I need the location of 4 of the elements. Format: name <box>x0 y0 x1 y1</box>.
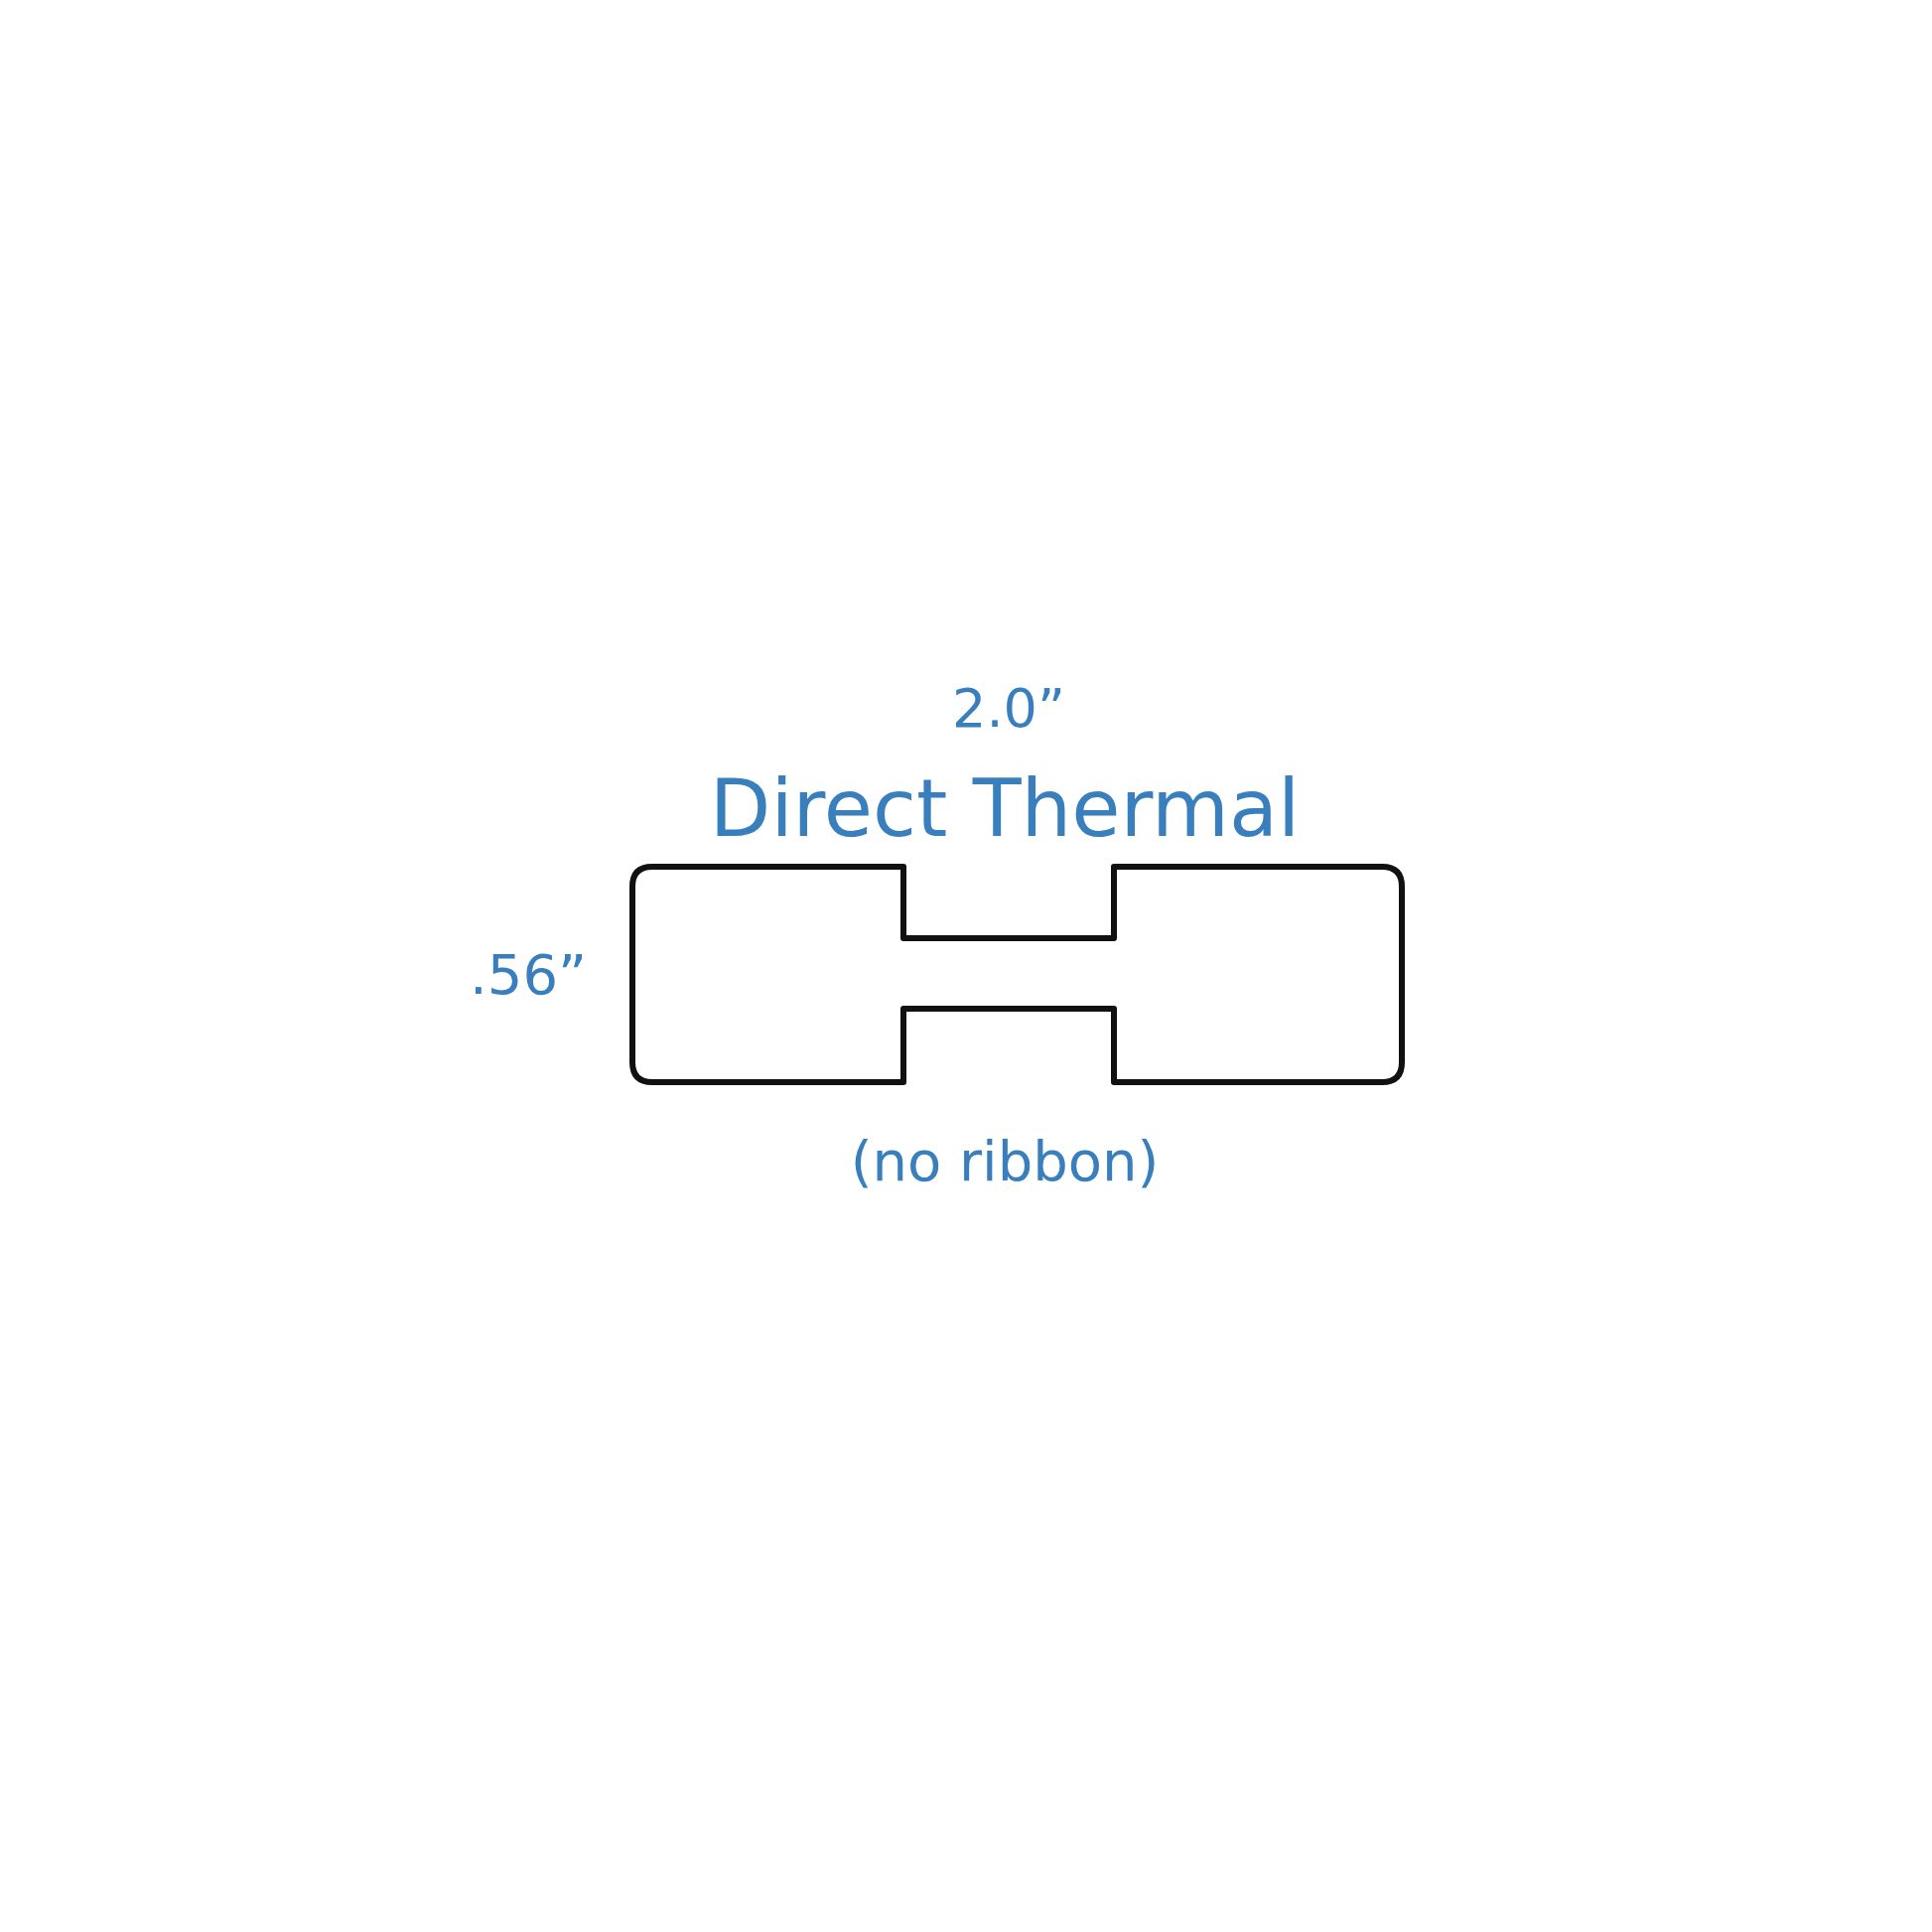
width-dimension: 2.0” <box>952 682 1065 736</box>
note-text: (no ribbon) <box>850 1134 1160 1189</box>
label-type-heading: Direct Thermal <box>709 769 1301 849</box>
height-dimension: .56” <box>469 947 588 1003</box>
